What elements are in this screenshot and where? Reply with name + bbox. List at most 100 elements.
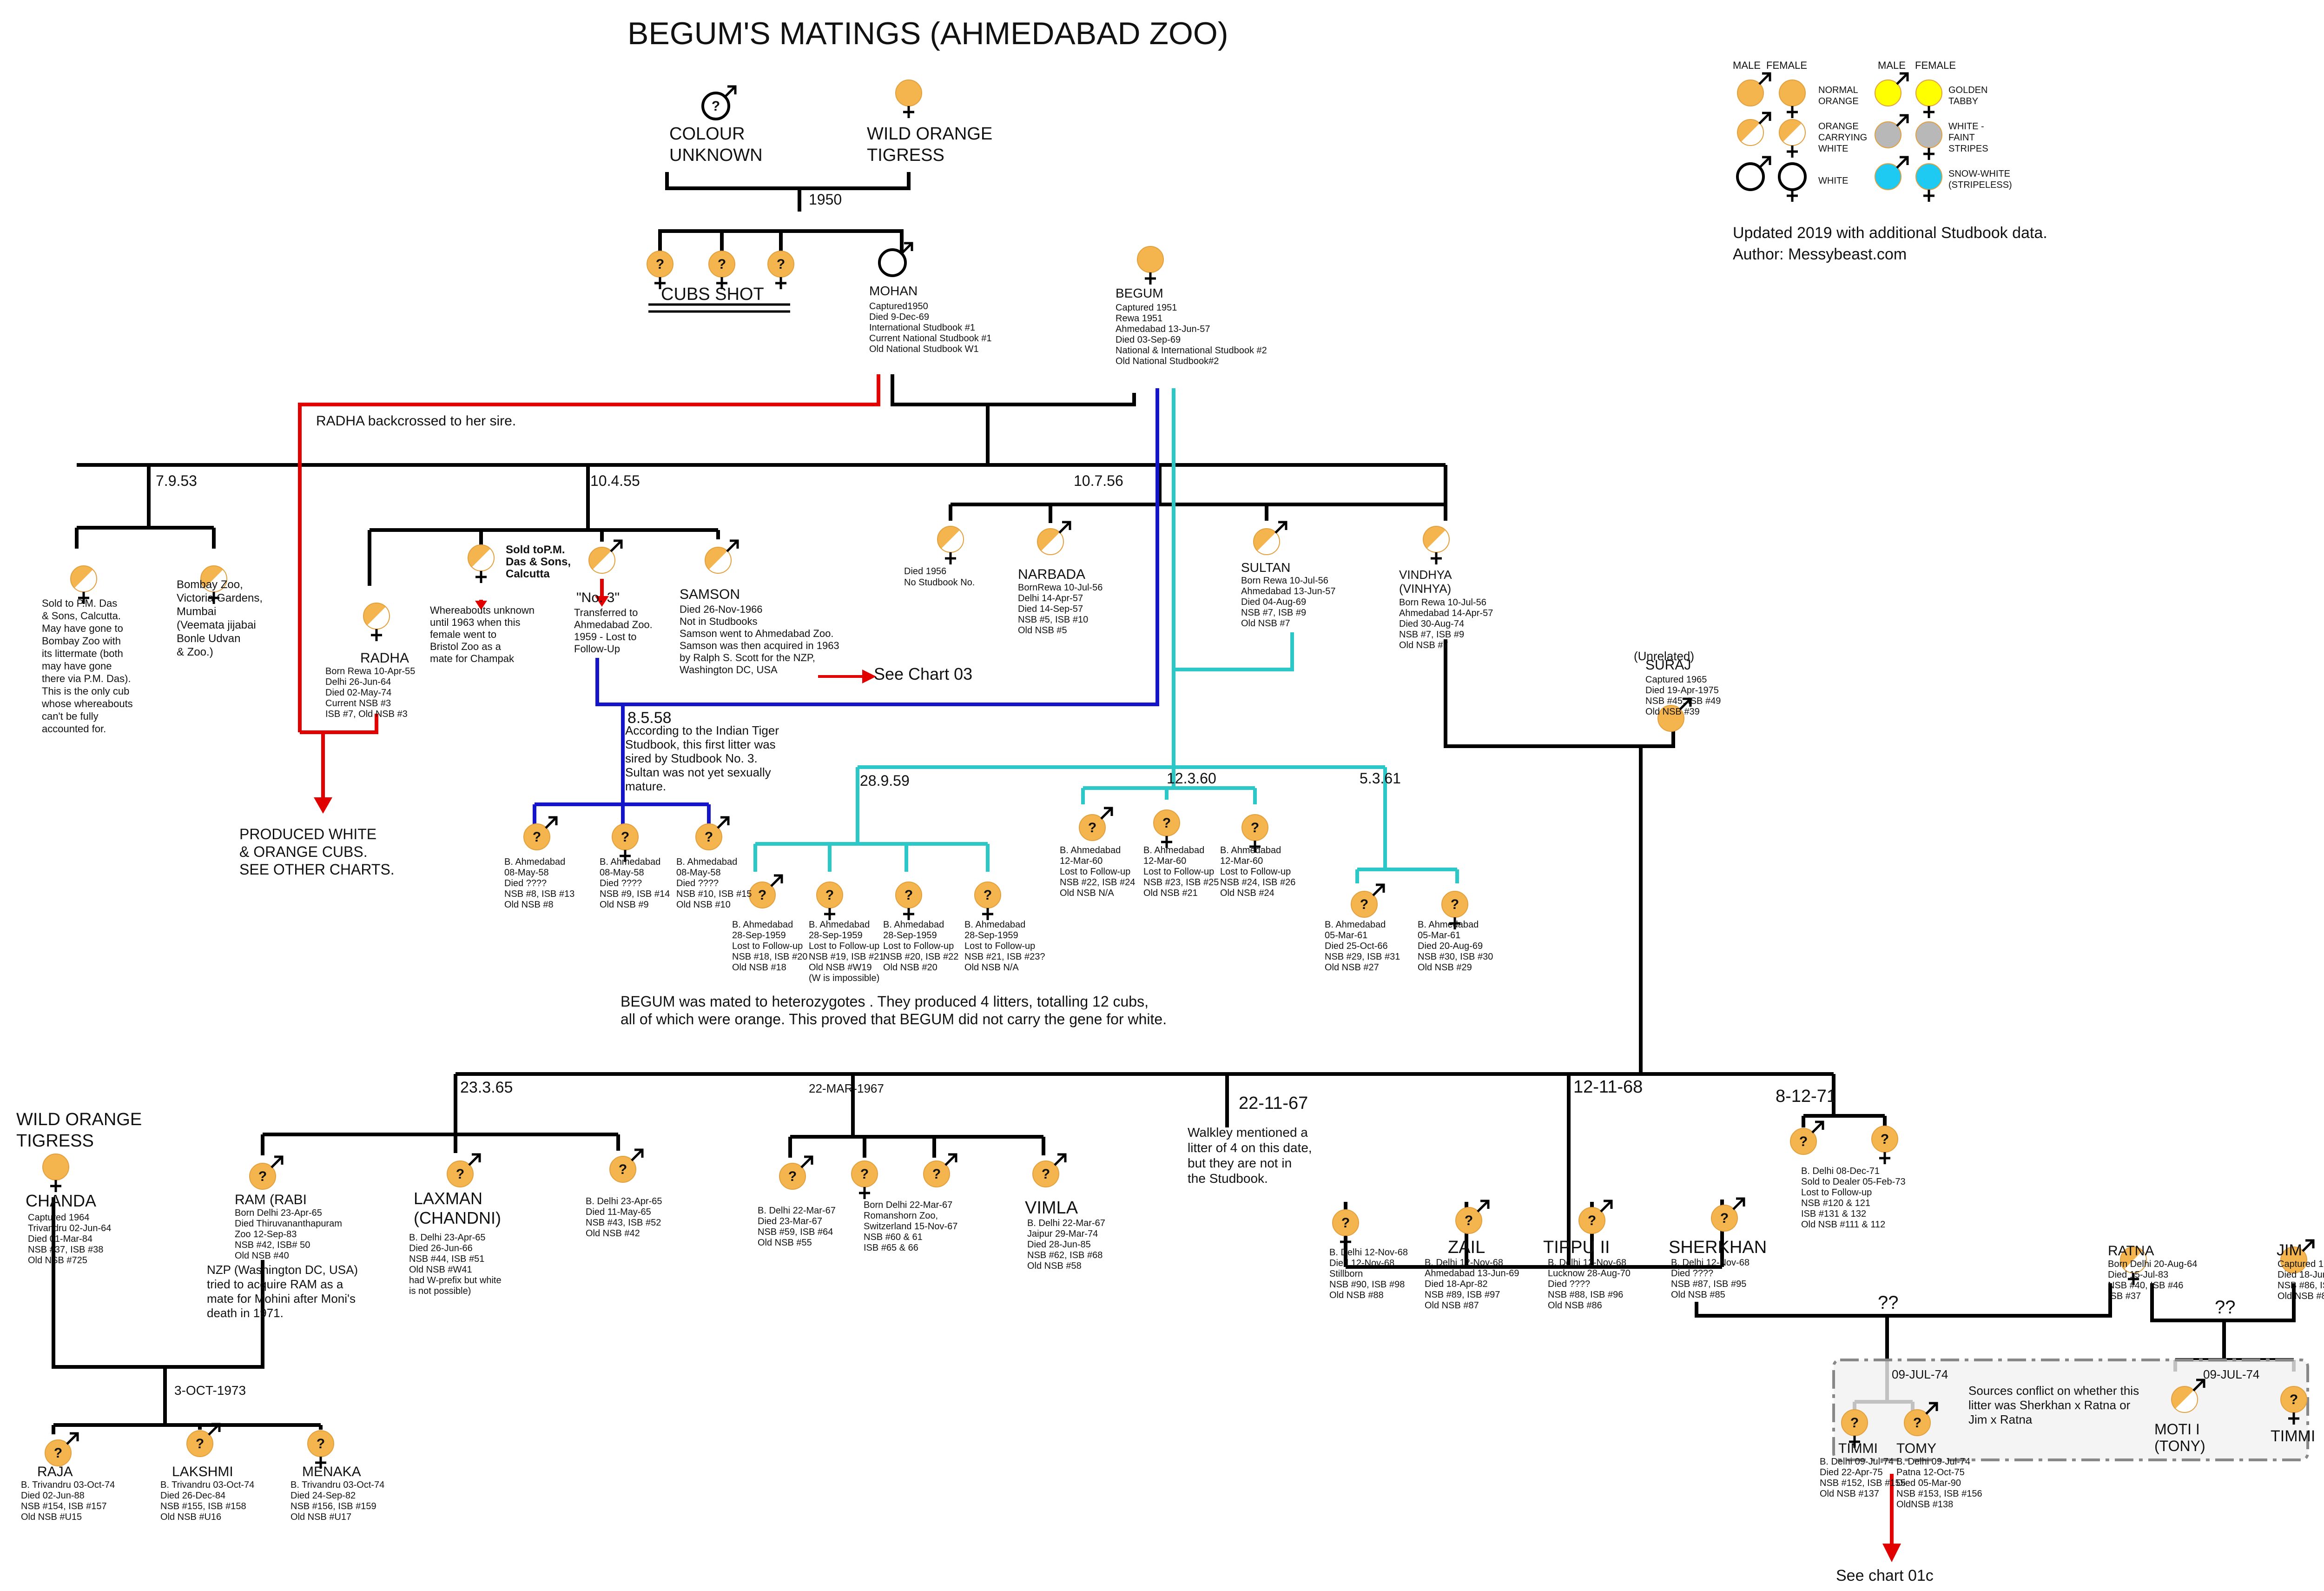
legend-male-2: MALE [1878, 60, 1906, 71]
date-1960: 12.3.60 [1167, 770, 1216, 787]
svg-text:?: ? [196, 1436, 204, 1452]
chanda-symbol [42, 1153, 69, 1192]
no3-symbol [588, 539, 623, 574]
jim-symbol [2280, 1239, 2315, 1273]
raja-name: RAJA [37, 1464, 73, 1479]
vindhya-symbol [1423, 526, 1450, 564]
ram-symbol: ? [249, 1155, 284, 1190]
year-1950: 1950 [809, 191, 842, 208]
svg-text:?: ? [932, 1167, 941, 1182]
moti-name: MOTI I(TONY) [2154, 1421, 2205, 1454]
svg-text:?: ? [758, 888, 766, 903]
date-1967b: 22-11-67 [1239, 1094, 1308, 1113]
l11-cub-1: ? [1790, 1120, 1824, 1155]
svg-text:?: ? [1720, 1211, 1729, 1226]
l2-sold-note: Sold toP.M.Das & Sons,Calcutta [506, 544, 571, 580]
legend-snow-male-symbol [1875, 156, 1909, 190]
svg-text:?: ? [456, 1167, 464, 1182]
date-1973: 3-OCT-1973 [174, 1383, 246, 1398]
l2-cub-2 [468, 544, 495, 583]
begum-symbol [1137, 246, 1164, 285]
l6-cub-2: ? [1153, 809, 1180, 848]
chanda-name: CHANDA [26, 1191, 96, 1210]
pedigree-lines [52, 172, 2309, 1562]
svg-text:?: ? [1881, 1132, 1889, 1147]
date-1968: 12-11-68 [1573, 1077, 1643, 1097]
cubs-shot-label: CUBS SHOT [661, 285, 764, 304]
chanda-ram-line [52, 1197, 264, 1369]
narbada-symbol [1037, 521, 1071, 555]
legend-golden-male-symbol [1875, 72, 1909, 106]
tiger-symbols: ??????????????????????????????????? [42, 80, 2315, 1469]
lakshmi-name: LAKSHMI [172, 1464, 233, 1479]
raja-symbol: ? [45, 1432, 79, 1466]
no3-arrow-head [595, 596, 609, 607]
zail-name: ZAIL [1448, 1238, 1485, 1257]
qq-2: ?? [2215, 1297, 2236, 1318]
laxman-symbol: ? [447, 1153, 481, 1187]
ram-name: RAM (RABI [235, 1192, 307, 1207]
begum-name: BEGUM [1116, 286, 1163, 300]
legend-carrier-male-symbol [1737, 112, 1771, 146]
svg-text:?: ? [656, 257, 664, 272]
svg-text:?: ? [860, 1167, 869, 1182]
l5-cub-3: ? [895, 882, 922, 920]
timmi-symbol: ? [1841, 1409, 1868, 1448]
svg-text:?: ? [1251, 820, 1259, 835]
samson-symbol [705, 539, 739, 574]
svg-text:?: ? [718, 257, 726, 272]
l9-cub-1: ? [779, 1155, 813, 1190]
credits-line-2: Author: Messybeast.com [1733, 245, 1907, 263]
l1-cub-2-info: Bombay Zoo,Victoria Gardens,Mumbai(Veema… [177, 578, 263, 658]
sultan-name: SULTAN [1241, 560, 1290, 575]
svg-text:?: ? [1341, 1215, 1350, 1231]
l5-cub-4: ? [974, 882, 1001, 920]
l1-cub-1 [70, 565, 97, 604]
laxman-name: LAXMAN(CHANDNI) [414, 1189, 501, 1227]
f2-arrow-head [475, 601, 487, 610]
date-1953: 7.9.53 [156, 472, 197, 489]
l3-cub-1 [937, 526, 964, 564]
radha-name: RADHA [360, 650, 409, 666]
legend-white-male-symbol [1736, 156, 1771, 191]
jim-name: JIM [2277, 1241, 2302, 1259]
date-1955: 10.4.55 [590, 472, 640, 489]
svg-text:?: ? [1799, 1134, 1808, 1149]
cub-shot-1: ? [647, 251, 673, 289]
legend-female: FEMALE [1766, 60, 1807, 71]
no3-name: "No. 3" [576, 590, 620, 605]
parents-line [665, 172, 911, 190]
produced-arrow-head [314, 797, 332, 814]
svg-text:?: ? [705, 829, 713, 845]
chart-title: BEGUM'S MATINGS (AHMEDABAD ZOO) [627, 16, 1228, 51]
l4-cub-3: ? [695, 816, 730, 850]
l11-cub-2: ? [1871, 1126, 1898, 1164]
l4-cub-1: ? [523, 816, 558, 850]
l1-cub-2 [200, 565, 227, 604]
zail-symbol: ? [1455, 1200, 1490, 1234]
svg-text:?: ? [1465, 1213, 1473, 1228]
tomy-symbol: ? [1904, 1402, 1938, 1436]
